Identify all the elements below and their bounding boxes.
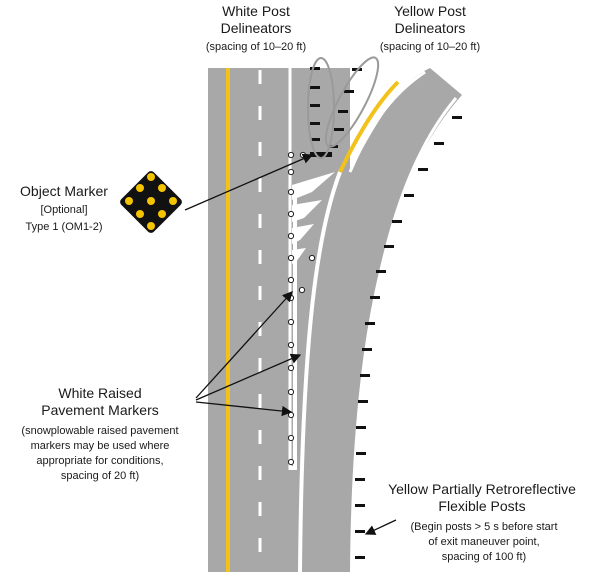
raised-markers-note-3: appropriate for conditions, <box>36 455 163 467</box>
flexible-posts <box>355 116 462 559</box>
white-post-title-2: Delineators <box>221 20 292 36</box>
flexible-posts-title-2: Flexible Posts <box>438 498 525 514</box>
raised-markers-title-2: Pavement Markers <box>41 402 158 418</box>
object-marker-optional: [Optional] <box>40 204 87 216</box>
object-marker-title: Object Marker <box>20 183 108 199</box>
flexible-posts-note-1: (Begin posts > 5 s before start <box>410 521 557 533</box>
yellow-post-title-1: Yellow Post <box>394 3 466 19</box>
left-yellow-edge-line <box>226 68 230 572</box>
raised-markers-note-4: spacing of 20 ft) <box>61 470 139 482</box>
ramp-yellow-line <box>338 80 400 173</box>
flexible-posts-note-3: spacing of 100 ft) <box>442 551 526 563</box>
gore-white-edge <box>290 185 297 470</box>
white-post-delineators <box>310 67 332 157</box>
yellow-delineator-callout-ellipse <box>324 56 380 148</box>
raised-markers-title-1: White Raised <box>58 385 141 401</box>
ramp-right-white-edge <box>352 97 458 572</box>
object-marker-type: Type 1 (OM1-2) <box>25 221 102 233</box>
flexible-posts-title-1: Yellow Partially Retroreflective <box>388 481 576 497</box>
white-post-note: (spacing of 10–20 ft) <box>206 41 306 53</box>
raised-markers-note-2: markers may be used where <box>31 440 170 452</box>
white-post-title-1: White Post <box>222 3 290 19</box>
ramp-pavement <box>350 68 462 572</box>
leader-lines <box>184 153 397 535</box>
ramp-left-white-edge <box>298 171 342 572</box>
yellow-post-title-2: Delineators <box>395 20 466 36</box>
raised-markers-note-1: (snowplowable raised pavement <box>21 425 178 437</box>
mainline-upper-edge <box>348 70 426 173</box>
yellow-post-note: (spacing of 10–20 ft) <box>380 41 480 53</box>
object-marker-sign <box>120 171 182 233</box>
flexible-posts-note-2: of exit maneuver point, <box>428 536 539 548</box>
object-marker-reflectors <box>125 173 177 230</box>
